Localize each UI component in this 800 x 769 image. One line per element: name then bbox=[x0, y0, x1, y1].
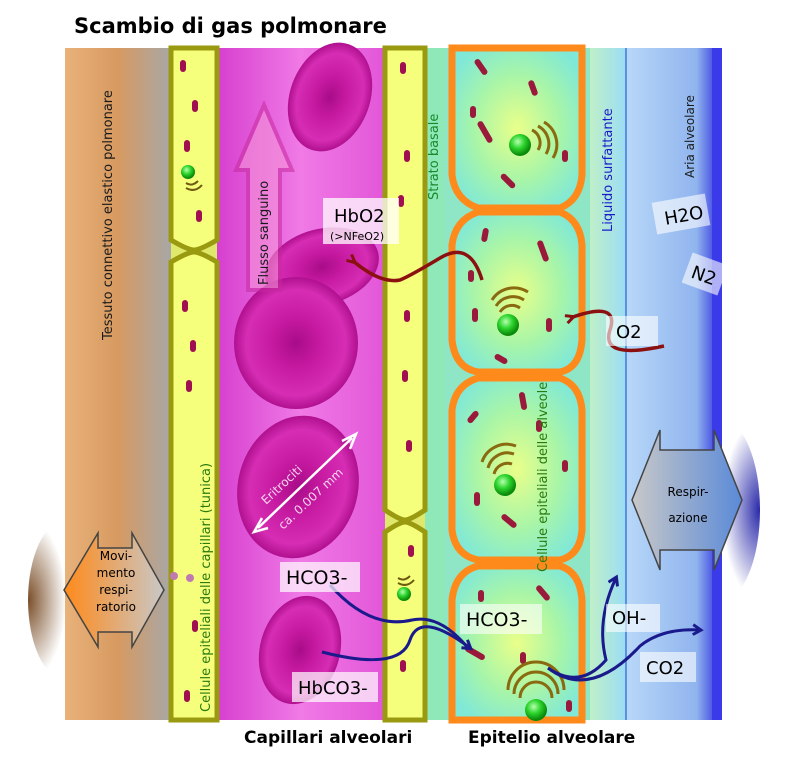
erythrocyte bbox=[237, 415, 359, 559]
cell-nuclei bbox=[480, 120, 566, 721]
alveolar-cells-label: Cellule epiteliali delle alveole bbox=[536, 382, 551, 572]
respiration-line: Respir- bbox=[668, 485, 709, 499]
blood-flow-label: Flusso sanguino bbox=[257, 181, 272, 285]
capillary-cells-label: Cellule epiteliali delle capillari (tuni… bbox=[199, 463, 214, 712]
respiratory-movement-line: Movi- bbox=[100, 549, 132, 563]
hco3-blood-label: HCO3- bbox=[286, 567, 347, 589]
organelles bbox=[465, 59, 572, 712]
basal-layer-band bbox=[425, 48, 445, 720]
o2-binding-arrow bbox=[352, 250, 484, 283]
hbo2-label: HbO2 bbox=[334, 206, 385, 227]
respiration-arrow: Respir- azione bbox=[631, 429, 743, 571]
respiration-line: azione bbox=[668, 511, 707, 525]
epithelium-caption: Epitelio alveolare bbox=[468, 728, 636, 748]
surfactant-label: Liquido surfattante bbox=[601, 108, 616, 232]
capillary-cells-left bbox=[168, 45, 220, 723]
respiratory-movement-line: mento bbox=[97, 566, 136, 580]
respiratory-movement-arrow: Movi- mento respi- ratorio bbox=[63, 530, 165, 650]
oh-label: OH- bbox=[612, 608, 646, 629]
hbo2-note-label: (>NFeO2) bbox=[330, 230, 384, 243]
hbco3-arrow bbox=[321, 625, 470, 662]
chem-labels: HbO2 (>NFeO2) O2 H2O N2 HCO3- HbCO3- HCO… bbox=[280, 193, 729, 702]
co2-label: CO2 bbox=[646, 658, 684, 679]
nucleus-icon bbox=[181, 165, 195, 179]
erythrocyte bbox=[287, 42, 373, 152]
nucleus-icon bbox=[397, 587, 411, 601]
capillaries-caption: Capillari alveolari bbox=[244, 728, 413, 748]
blood-flow-arrow bbox=[232, 99, 296, 292]
respiratory-movement-line: respi- bbox=[99, 583, 133, 597]
connective-tissue-label: Tessuto connettivo elastico polmonare bbox=[101, 90, 116, 341]
hco3-cell-label: HCO3- bbox=[466, 609, 527, 631]
erythrocyte bbox=[234, 277, 358, 409]
co2-arrow bbox=[547, 630, 700, 682]
diagram-title: Scambio di gas polmonare bbox=[74, 14, 387, 38]
alveolar-air-label: Aria alveolare bbox=[683, 95, 697, 178]
o2-label: O2 bbox=[616, 322, 642, 343]
respiratory-movement-line: ratorio bbox=[96, 600, 136, 614]
basal-layer-label: Strato basale bbox=[427, 114, 442, 200]
hbco3-label: HbCO3- bbox=[298, 678, 368, 699]
erythrocytes bbox=[234, 42, 379, 705]
